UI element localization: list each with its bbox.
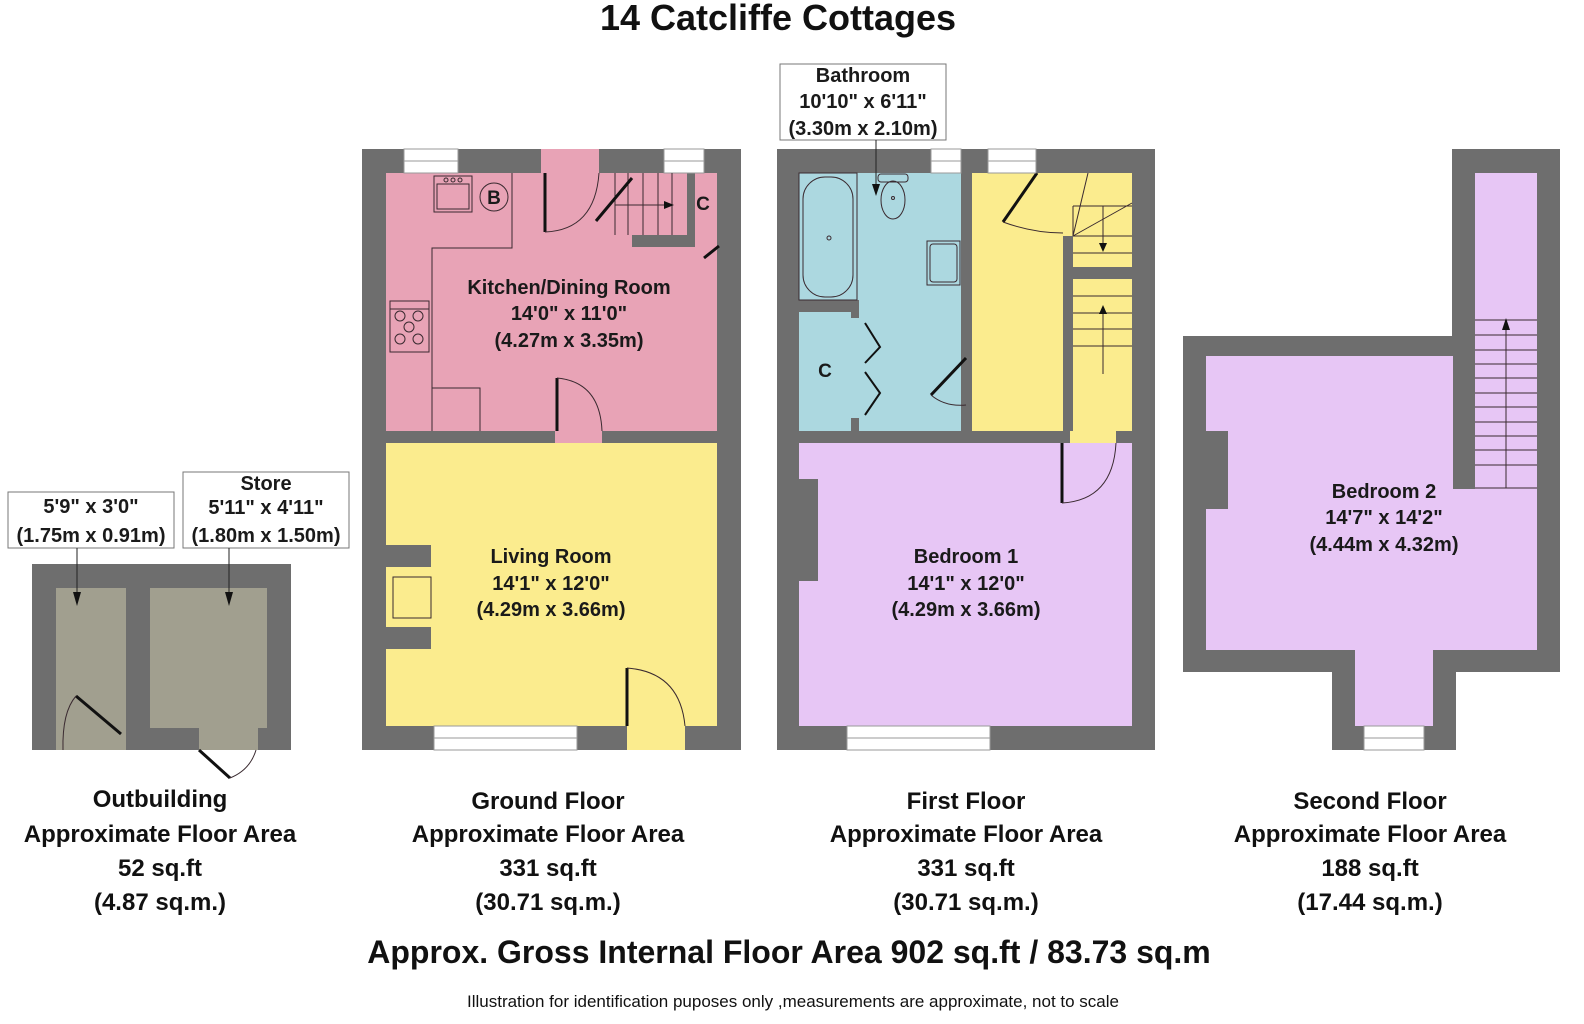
room-dimensions-metric: (1.80m x 1.50m) <box>192 525 341 547</box>
cupboard-marker: C <box>818 361 832 382</box>
second-floor-plan: Bedroom 2 14'7" x 14'2" (4.44m x 4.32m) <box>1183 149 1560 751</box>
arrow-up-icon <box>1502 318 1510 330</box>
floor-area-sqm: (30.71 sq.m.) <box>893 889 1038 916</box>
caption-second-floor: Second Floor Approximate Floor Area 188 … <box>1234 788 1507 916</box>
disclaimer: Illustration for identification puposes … <box>467 992 1119 1011</box>
room-name: Store <box>240 473 291 495</box>
room-name: Living Room <box>490 546 611 568</box>
room-dimensions-imperial: 5'11" x 4'11" <box>208 497 323 519</box>
room-dimensions-metric: (4.44m x 4.32m) <box>1310 534 1459 556</box>
outbuilding-room-1 <box>56 588 126 750</box>
bath-icon <box>798 172 858 301</box>
caption-first-floor: First Floor Approximate Floor Area 331 s… <box>830 788 1103 916</box>
bedroom-2 <box>1206 356 1537 650</box>
floor-name: Second Floor <box>1293 788 1446 815</box>
basin-icon <box>926 240 961 286</box>
door-icon <box>75 694 122 736</box>
floor-area-label: Approximate Floor Area <box>24 821 297 848</box>
floor-area-label: Approximate Floor Area <box>1234 821 1507 848</box>
store-room <box>150 588 267 728</box>
room-dimensions-metric: (1.75m x 0.91m) <box>17 525 166 547</box>
bedroom-1 <box>799 443 1132 726</box>
room-dimensions-imperial: 14'0" x 11'0" <box>511 303 627 325</box>
room-label-box <box>7 491 175 549</box>
floor-name: Ground Floor <box>471 788 624 815</box>
cupboard-marker: C <box>696 194 710 215</box>
floor-area-sqft: 52 sq.ft <box>118 855 202 882</box>
sink-icon <box>433 175 473 213</box>
room-label-box <box>779 63 947 141</box>
outbuilding-plan: 5'9" x 3'0" (1.75m x 0.91m) Store 5'11" … <box>7 471 350 780</box>
room-label-box <box>182 471 350 549</box>
cooker-icon <box>389 300 430 353</box>
room-dimensions-imperial: 14'1" x 12'0" <box>907 573 1024 595</box>
arrow-up-icon <box>1099 305 1107 314</box>
room-dimensions-metric: (3.30m x 2.10m) <box>789 118 938 140</box>
arrow-down-icon <box>872 184 880 196</box>
floor-name: Outbuilding <box>93 786 228 813</box>
room-name: Bathroom <box>816 65 910 87</box>
room-dimensions-imperial: 10'10" x 6'11" <box>799 91 926 113</box>
floor-area-label: Approximate Floor Area <box>830 821 1103 848</box>
room-dimensions-metric: (4.29m x 3.66m) <box>892 599 1041 621</box>
fireplace-icon <box>392 576 432 619</box>
stairs-icon <box>1072 172 1133 374</box>
stairs-icon <box>1475 318 1537 489</box>
room-name: Bedroom 2 <box>1332 481 1436 503</box>
room-name: Kitchen/Dining Room <box>467 277 670 299</box>
arrow-down-icon <box>73 592 81 606</box>
boiler-icon <box>479 182 509 212</box>
page-title: 14 Catcliffe Cottages <box>600 0 956 38</box>
floor-area-label: Approximate Floor Area <box>412 821 685 848</box>
floor-area-sqm: (4.87 sq.m.) <box>94 889 226 916</box>
room-dimensions-metric: (4.27m x 3.35m) <box>495 330 644 352</box>
door-icon <box>197 748 232 780</box>
floor-name: First Floor <box>907 788 1026 815</box>
floor-area-sqm: (17.44 sq.m.) <box>1297 889 1442 916</box>
floor-area-sqft: 331 sq.ft <box>499 855 596 882</box>
room-dimensions-imperial: 14'1" x 12'0" <box>492 573 609 595</box>
floor-area-sqft: 331 sq.ft <box>917 855 1014 882</box>
arrow-down-icon <box>225 592 233 606</box>
arrow-down-icon <box>1099 243 1107 252</box>
room-dimensions-imperial: 14'7" x 14'2" <box>1325 507 1442 529</box>
room-dimensions-metric: (4.29m x 3.66m) <box>477 599 626 621</box>
floor-area-sqm: (30.71 sq.m.) <box>475 889 620 916</box>
gross-internal-area: Approx. Gross Internal Floor Area 902 sq… <box>367 934 1211 970</box>
caption-outbuilding: Outbuilding Approximate Floor Area 52 sq… <box>24 786 297 916</box>
boiler-marker: B <box>487 188 501 209</box>
first-floor-plan: C <box>777 63 1155 751</box>
ground-floor-plan: B C <box>362 148 741 751</box>
room-dimensions-imperial: 5'9" x 3'0" <box>43 496 138 518</box>
stairs-icon <box>614 173 674 235</box>
room-name: Bedroom 1 <box>914 546 1018 568</box>
caption-ground-floor: Ground Floor Approximate Floor Area 331 … <box>412 788 685 916</box>
toilet-icon <box>877 173 909 220</box>
floor-area-sqft: 188 sq.ft <box>1321 855 1418 882</box>
